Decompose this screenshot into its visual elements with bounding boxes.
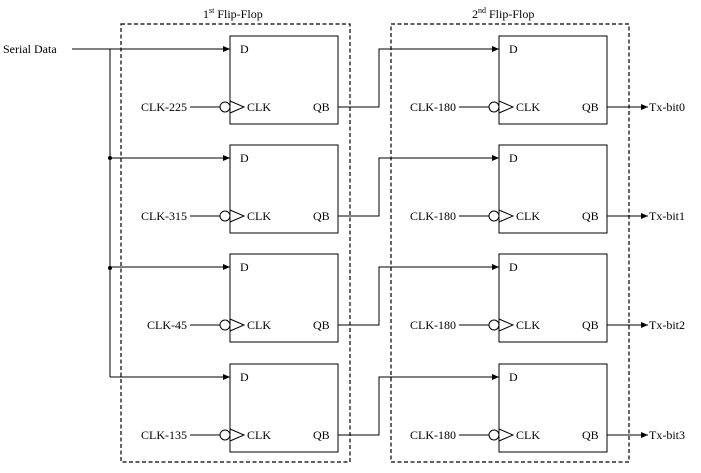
d-pin-label: D (509, 42, 518, 56)
inverted-clock-bubble-icon (488, 429, 500, 441)
clk-pin-label: CLK (247, 209, 271, 223)
output-arrow-icon (641, 213, 648, 219)
inverted-clock-bubble-icon (219, 319, 231, 331)
stage-link-arrow-icon (492, 374, 499, 380)
d-input-arrow-icon (223, 155, 230, 161)
clock-label-stage2-2: CLK-180 (410, 318, 456, 332)
stage-link-arrow-icon (492, 155, 499, 161)
qb-pin-label: QB (313, 428, 330, 442)
clk-pin-label: CLK (516, 209, 540, 223)
second-flip-flop-group (390, 23, 630, 463)
flip-flop-stage2-1 (498, 144, 608, 234)
flip-flop-stage2-3 (498, 363, 608, 453)
qb-pin-label: QB (582, 209, 599, 223)
d-input-arrow-icon (223, 264, 230, 270)
stage-link-arrow-icon (492, 264, 499, 270)
clock-edge-icon (498, 428, 515, 442)
output-label-3: Tx-bit3 (649, 428, 685, 442)
d-pin-label: D (509, 260, 518, 274)
clock-label-stage1-3: CLK-135 (141, 428, 187, 442)
d-pin-label: D (240, 370, 249, 384)
clk-pin-label: CLK (247, 100, 271, 114)
first-group-title: 1st Flip-Flop (203, 6, 263, 21)
qb-pin-label: QB (582, 318, 599, 332)
clock-edge-icon (229, 209, 246, 223)
stage-link-wire (338, 266, 499, 326)
output-label-2: Tx-bit2 (649, 318, 685, 332)
clock-label-stage2-0: CLK-180 (410, 100, 456, 114)
inverted-clock-bubble-icon (219, 101, 231, 113)
qb-pin-label: QB (582, 100, 599, 114)
clk-pin-label: CLK (516, 318, 540, 332)
inverted-clock-bubble-icon (488, 319, 500, 331)
output-label-1: Tx-bit1 (649, 209, 685, 223)
qb-pin-label: QB (313, 209, 330, 223)
qb-pin-label: QB (582, 428, 599, 442)
serial-data-label: Serial Data (3, 42, 57, 56)
flip-flop-stage1-3 (229, 363, 339, 453)
flip-flop-stage2-0 (498, 35, 608, 125)
output-arrow-icon (641, 322, 648, 328)
second-group-title: 2nd Flip-Flop (472, 6, 534, 21)
d-pin-label: D (240, 260, 249, 274)
d-pin-label: D (240, 42, 249, 56)
qb-pin-label: QB (313, 318, 330, 332)
clock-label-stage1-1: CLK-315 (141, 209, 187, 223)
clock-edge-icon (498, 100, 515, 114)
clock-edge-icon (229, 100, 246, 114)
clk-pin-label: CLK (516, 428, 540, 442)
flip-flop-stage2-2 (498, 253, 608, 343)
flip-flop-stage1-2 (229, 253, 339, 343)
clk-pin-label: CLK (516, 100, 540, 114)
d-input-arrow-icon (223, 46, 230, 52)
clock-label-stage1-2: CLK-45 (147, 318, 187, 332)
clk-pin-label: CLK (247, 428, 271, 442)
inverted-clock-bubble-icon (219, 429, 231, 441)
stage-link-wire (338, 48, 499, 108)
inverted-clock-bubble-icon (488, 101, 500, 113)
clock-label-stage2-3: CLK-180 (410, 428, 456, 442)
qb-pin-label: QB (313, 100, 330, 114)
d-pin-label: D (509, 370, 518, 384)
d-pin-label: D (240, 151, 249, 165)
output-arrow-icon (641, 432, 648, 438)
clock-edge-icon (498, 209, 515, 223)
stage-link-arrow-icon (492, 46, 499, 52)
inverted-clock-bubble-icon (488, 210, 500, 222)
clock-label-stage2-1: CLK-180 (410, 209, 456, 223)
inverted-clock-bubble-icon (219, 210, 231, 222)
first-flip-flop-group (120, 23, 351, 463)
clock-edge-icon (498, 318, 515, 332)
clk-pin-label: CLK (247, 318, 271, 332)
output-arrow-icon (641, 104, 648, 110)
stage-link-wire (338, 376, 499, 436)
clock-label-stage1-0: CLK-225 (141, 100, 187, 114)
flip-flop-stage1-0 (229, 35, 339, 125)
flip-flop-stage1-1 (229, 144, 339, 234)
d-input-arrow-icon (223, 374, 230, 380)
stage-link-wire (338, 157, 499, 217)
output-label-0: Tx-bit0 (649, 100, 685, 114)
clock-edge-icon (229, 318, 246, 332)
clock-edge-icon (229, 428, 246, 442)
d-pin-label: D (509, 151, 518, 165)
